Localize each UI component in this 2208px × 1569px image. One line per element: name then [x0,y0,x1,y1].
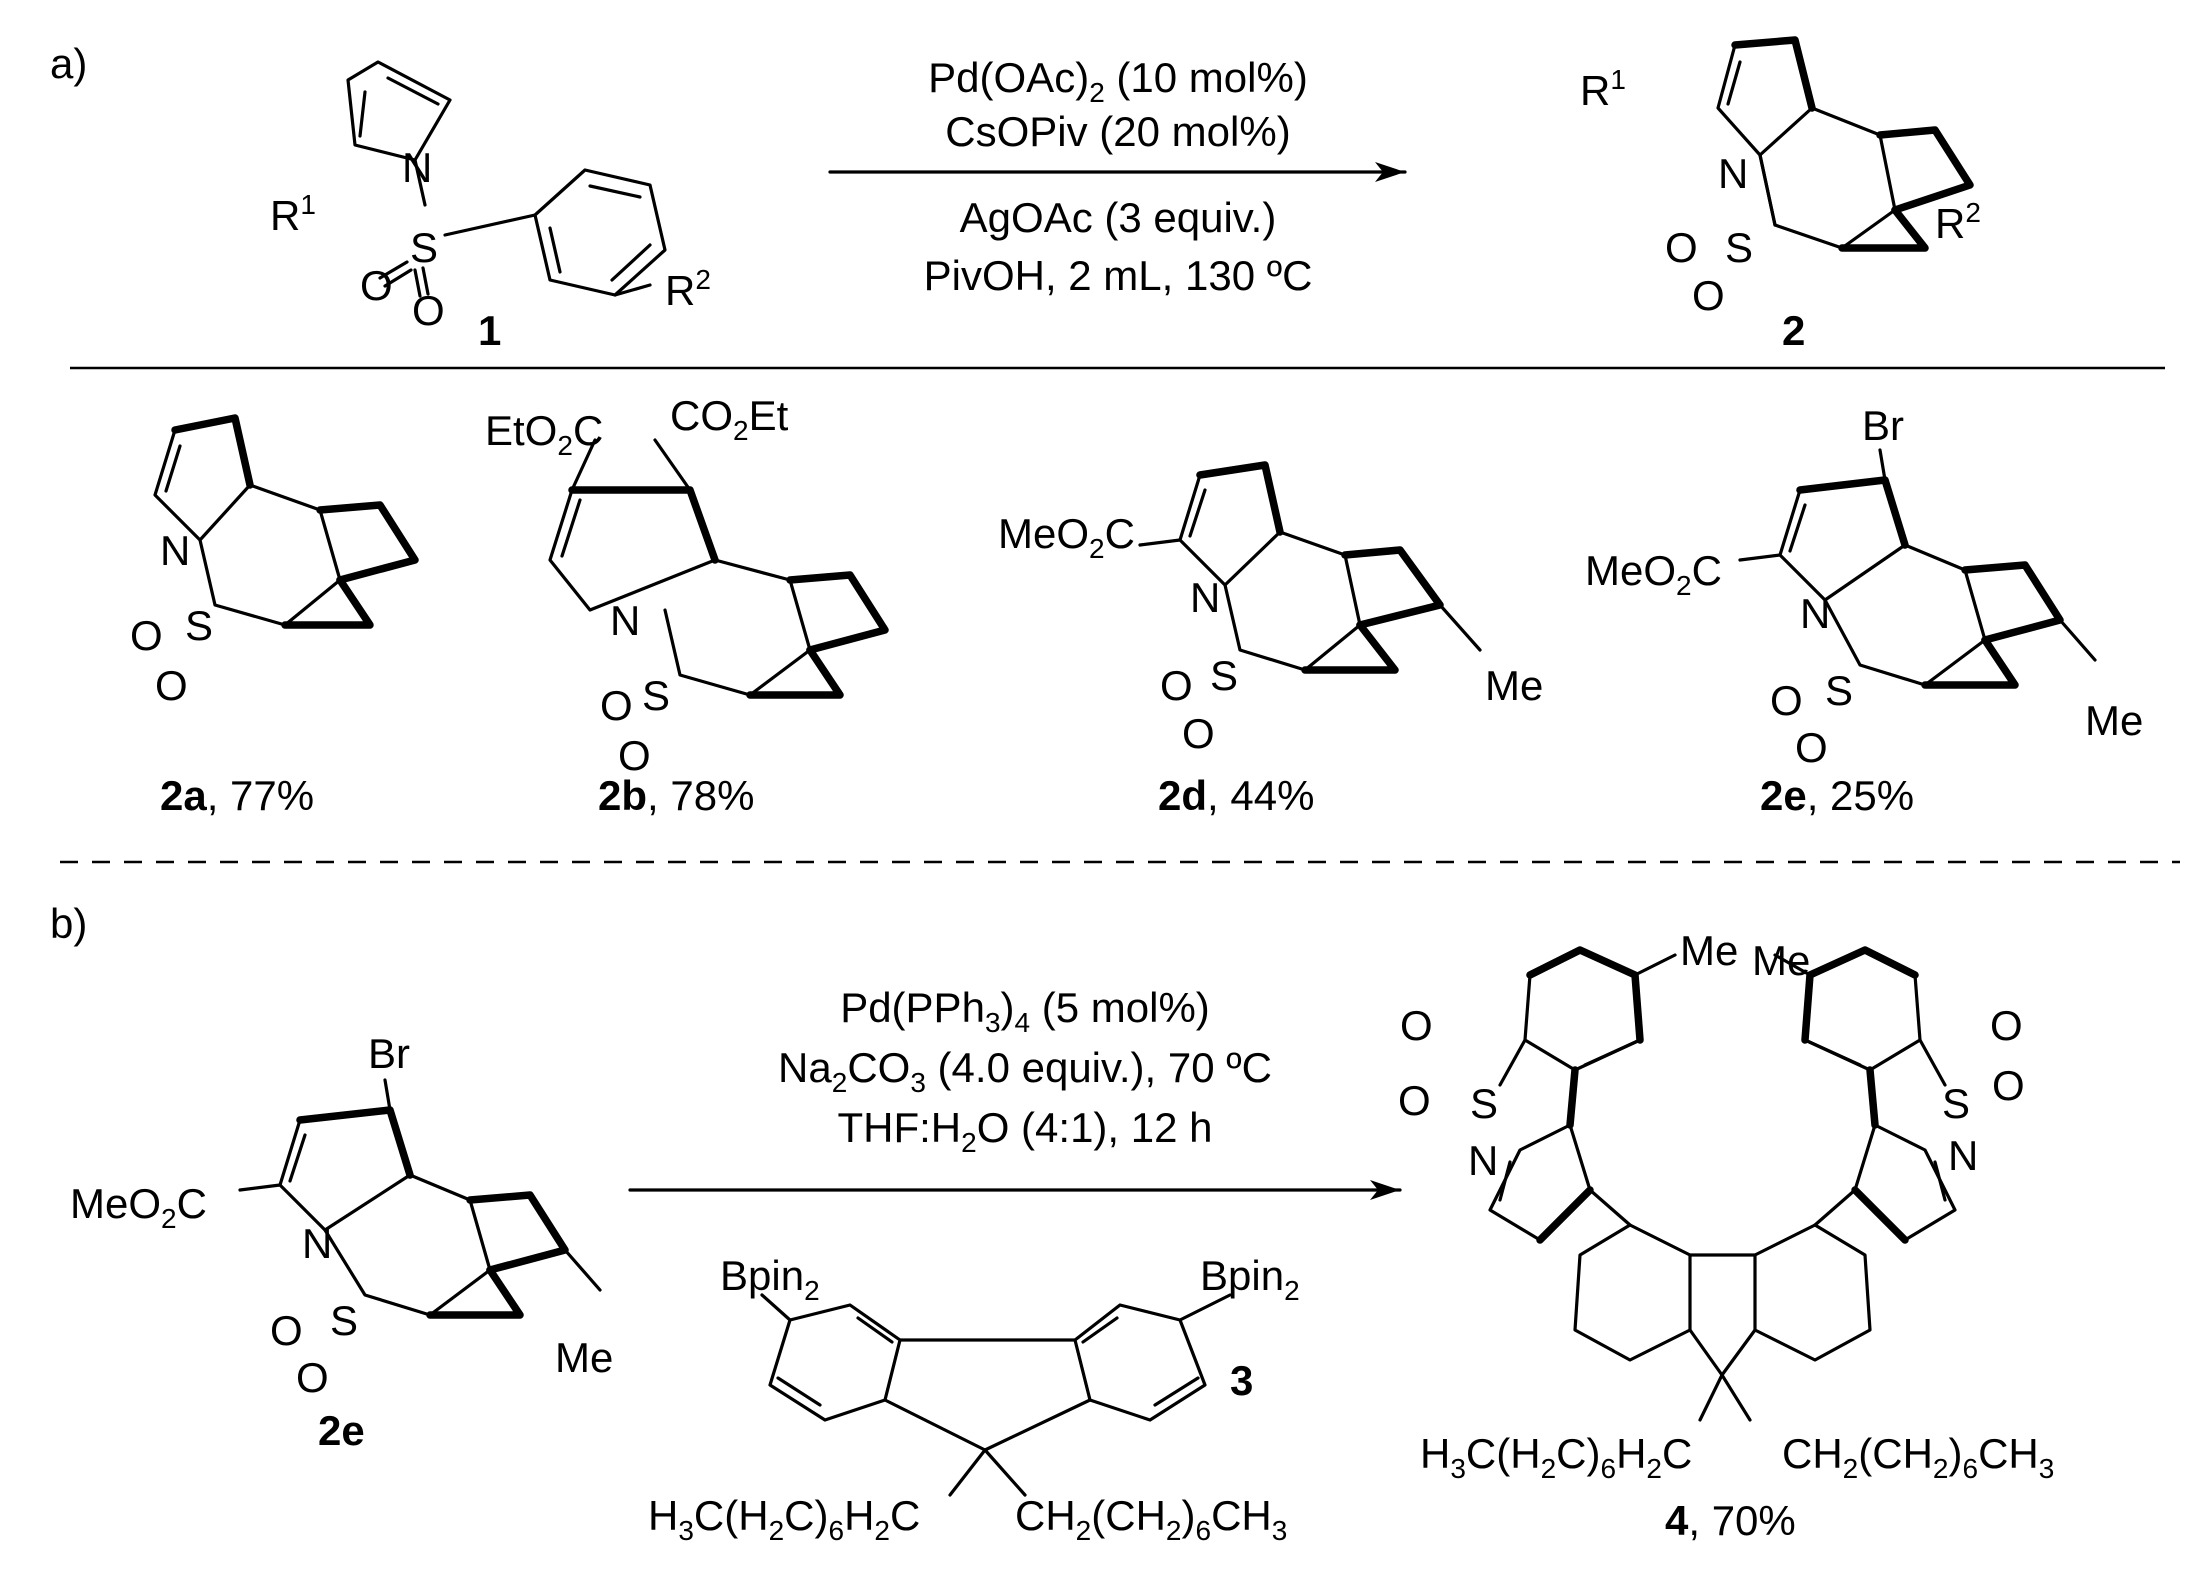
bpin-left: Bpin2 [720,1252,820,1306]
panel-a-label: a) [50,40,87,87]
o-atom: O [155,662,188,709]
condition-a-1: Pd(OAc)2 (10 mol%) [928,54,1308,108]
meo2c-group: MeO2C [998,510,1135,564]
condition-a-3: AgOAc (3 equiv.) [960,194,1277,241]
compound-3-label: 3 [1230,1357,1253,1404]
reactant-1-structure [346,60,667,298]
condition-b-1: Pd(PPh3)4 (5 mol%) [840,984,1210,1038]
o-atom: O [1795,724,1828,771]
br-group: Br [1862,402,1904,449]
s-atom: S [1825,667,1853,714]
me-group: Me [555,1334,613,1381]
me-group: Me [1752,937,1810,984]
meo2c-group: MeO2C [70,1180,207,1234]
o-atom: O [1770,677,1803,724]
alkyl-chain-right: CH2(CH2)6CH3 [1782,1430,2054,1484]
condition-a-4: PivOH, 2 mL, 130 ºC [924,252,1313,299]
n-atom: N [160,527,190,574]
example-2a-caption: 2a, 77% [160,772,314,819]
s-atom: S [1942,1080,1970,1127]
s-atom: S [1725,224,1753,271]
n-atom: N [1468,1137,1498,1184]
example-2b-caption: 2b, 78% [598,772,754,819]
o-atom: O [1692,272,1725,319]
n-atom: N [1800,590,1830,637]
o-atom: O [1992,1062,2025,1109]
r1-label: R1 [270,189,316,239]
eto2c-group: EtO2C [485,407,603,461]
o-atom: O [1398,1077,1431,1124]
co2et-group: CO2Et [670,392,789,446]
product-4-structure [1488,946,1957,1422]
reagent-3-structure [760,1293,1232,1497]
n-atom: N [1718,150,1748,197]
n-atom: N [1948,1132,1978,1179]
o-atom: O [1400,1002,1433,1049]
o-atom: O [412,287,445,334]
o-atom: O [600,682,633,729]
o-atom: O [270,1307,303,1354]
alkyl-chain-right: CH2(CH2)6CH3 [1015,1492,1287,1546]
compound-2e-label: 2e [318,1407,365,1454]
compound-2a-structure [153,414,419,629]
condition-b-3: THF:H2O (4:1), 12 h [837,1104,1212,1158]
me-group: Me [1485,662,1543,709]
o-atom: O [360,262,393,309]
product-4-caption: 4, 70% [1665,1497,1796,1544]
compound-2-label: 2 [1782,307,1805,354]
example-2d-caption: 2d, 44% [1158,772,1314,819]
o-atom: O [1182,710,1215,757]
r2-label: R2 [1935,197,1981,247]
r1-label: R1 [1580,64,1626,114]
bpin-right: Bpin2 [1200,1252,1300,1306]
compound-2e-structure [1738,448,2097,689]
o-atom: O [1990,1002,2023,1049]
s-atom: S [642,672,670,719]
example-2e-caption: 2e, 25% [1760,772,1914,819]
s-atom: S [1210,652,1238,699]
s-atom: S [410,224,438,271]
arrow-head [1375,162,1405,182]
s-atom: S [185,602,213,649]
n-atom: N [302,1220,332,1267]
alkyl-chain-left: H3C(H2C)6H2C [648,1492,920,1546]
s-atom: S [1470,1080,1498,1127]
o-atom: O [1160,662,1193,709]
compound-1-label: 1 [478,307,501,354]
s-atom: S [330,1297,358,1344]
alkyl-chain-left: H3C(H2C)6H2C [1420,1430,1692,1484]
n-atom: N [610,597,640,644]
o-atom: O [1665,224,1698,271]
me-group: Me [2085,697,2143,744]
condition-b-2: Na2CO3 (4.0 equiv.), 70 ºC [778,1044,1272,1098]
o-atom: O [296,1354,329,1401]
product-2-structure [1716,36,1974,252]
br-group: Br [368,1030,410,1077]
meo2c-group: MeO2C [1585,547,1722,601]
condition-a-2: CsOPiv (20 mol%) [945,108,1290,155]
n-atom: N [1190,574,1220,621]
o-atom: O [618,732,651,779]
r2-label: R2 [665,264,711,314]
compound-2e-start-structure [238,1078,602,1319]
compound-2d-structure [1138,461,1482,674]
compound-2b-structure [548,438,889,699]
o-atom: O [130,612,163,659]
me-group: Me [1680,927,1738,974]
arrow-head [1370,1180,1400,1200]
n-atom: N [402,144,432,191]
panel-b-label: b) [50,900,87,947]
